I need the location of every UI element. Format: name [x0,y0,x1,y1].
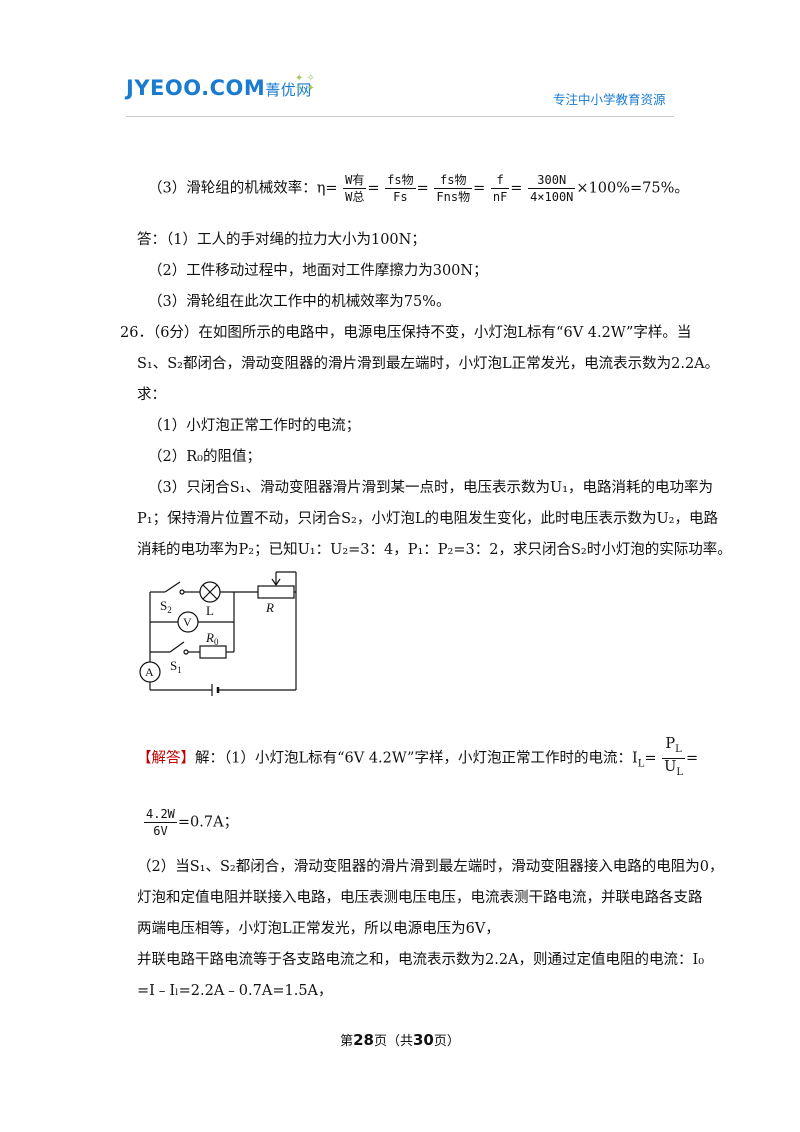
label-s1: S1 [170,658,182,675]
current-result: =0.7A； [177,814,239,831]
label-r0: R0 [205,630,219,647]
formula-suffix: ×100%=75%。 [576,180,689,197]
site-logo: JYEOO.COM菁优网 [126,76,312,100]
label-l: L [206,603,214,618]
logo-cn-text: 菁优网 [265,81,312,99]
header-tagline: 专注中小学教育资源 [553,92,666,107]
q26-line-8: 消耗的电功率为P₂；已知U₁：U₂=3：4，P₁：P₂=3：2，求只闭合S₂时小… [137,542,732,558]
logo-decoration-icon: ✦ ✧✧ ✦ [295,73,315,94]
label-r: R [265,600,274,615]
q26-line-3: 求： [137,387,166,403]
solution-line-7: =I﹣Iₗ=2.2A﹣0.7A=1.5A， [137,983,333,999]
solution-line-1: 【解答】解：（1）小灯泡L标有“6V 4.2W”字样，小灯泡正常工作时的电流：I… [137,736,698,781]
header-divider [126,116,674,117]
answer-line-1: 答：（1）工人的手对绳的拉力大小为100N； [137,232,426,248]
page-number: 28 [353,1031,374,1049]
eq-sign-2: = [685,750,699,767]
solution-l1-text: 解：（1）小灯泡L标有“6V 4.2W”字样，小灯泡正常工作时的电流：I [195,750,638,767]
total-pages: 30 [413,1031,434,1049]
q26-line-2: S₁、S₂都闭合，滑动变阻器的滑片滑到最左端时，小灯泡L正常发光，电流表示数为2… [137,356,720,372]
q26-line-1: 26．（6分）在如图所示的电路中，电源电压保持不变，小灯泡L标有“6V 4.2W… [120,325,692,341]
solution-line-3: （2）当S₁、S₂都闭合，滑动变阻器的滑片滑到最左端时，滑动变阻器接入电路的电阻… [137,859,724,875]
circuit-diagram: S2 L R V S1 R0 A [139,571,297,696]
q26-line-5: （2）R₀的阻值； [148,449,261,465]
answer-line-2: （2）工件移动过程中，地面对工件摩擦力为300N； [148,263,488,279]
solution-line-4: 灯泡和定值电阻并联接入电路，电压表测电压电压，电流表测干路电流，并联电路各支路 [137,890,703,906]
ammeter-icon: A [145,665,154,679]
answer-line-3: （3）滑轮组在此次工作中的机械效率为75%。 [148,294,451,310]
solution-tag: 【解答】 [137,750,195,767]
logo-text: JYEOO.COM [126,76,266,100]
eq-sign: = [644,750,657,767]
label-s2: S2 [160,598,172,615]
formula-prefix: （3）滑轮组的机械效率：η= [148,180,338,197]
solution-line-6: 并联电路干路电流等于各支路电流之和，电流表示数为2.2A，则通过定值电阻的电流：… [137,952,705,968]
q26-line-6: （3）只闭合S₁、滑动变阻器滑片滑到某一点时，电压表示数为U₁，电路消耗的电功率… [148,480,714,496]
solution-line-5: 两端电压相等，小灯泡L正常发光，所以电源电压为6V， [137,921,500,937]
page-footer: 第28页（共30页） [340,1031,460,1049]
q26-line-4: （1）小灯泡正常工作时的电流； [148,418,361,434]
voltmeter-icon: V [183,615,192,629]
sub-l: L [637,758,645,770]
q26-line-7: P₁；保持滑片位置不动，只闭合S₂，小灯泡L的电阻发生变化，此时电压表示数为U₂… [137,511,718,527]
